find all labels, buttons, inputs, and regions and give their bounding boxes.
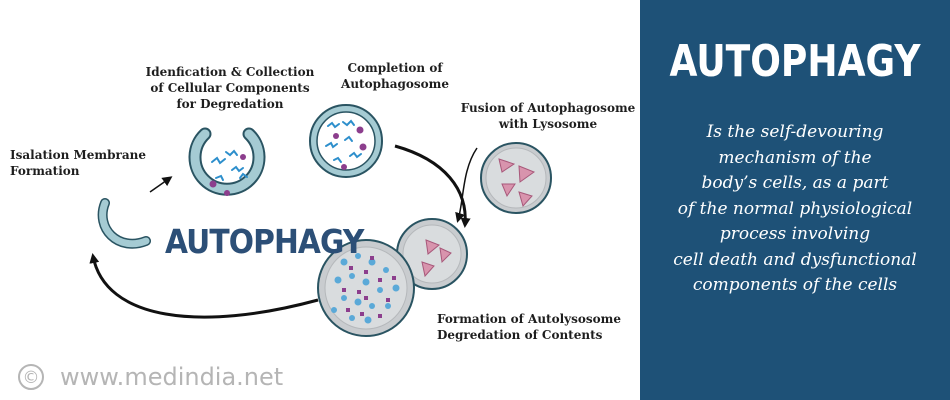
- panel-description-line: process involving: [719, 224, 871, 244]
- panel-description-line: of the normal physiological: [677, 198, 913, 219]
- label-autolysosome-degradation: Formation of Autolysosome Degredation of…: [437, 312, 621, 342]
- footer-watermark: © www.medindia.net: [18, 363, 283, 391]
- panel-title: AUTOPHAGY: [669, 36, 921, 87]
- autophagosome-dots: [333, 126, 367, 170]
- identification-membrane: [188, 127, 266, 196]
- label-isolation-membrane: Isalation Membrane Formation: [10, 148, 146, 178]
- label-identification-collection: Idenfication & Collection of Cellular Co…: [145, 65, 315, 111]
- label-fusion-lysosome: Fusion of Autophagosome with Lysosome: [460, 101, 636, 131]
- panel-description-line: mechanism of the: [718, 147, 872, 168]
- panel-description-line: Is the self-devouring: [706, 122, 884, 142]
- panel-description-line: body’s cells, as a part: [701, 173, 889, 193]
- isolation-membrane-fill: [99, 199, 150, 248]
- panel-description: Is the self-devouring mechanism of the b…: [648, 120, 942, 299]
- copyright-icon: ©: [18, 364, 44, 390]
- footer-site: www.medindia.net: [60, 363, 284, 391]
- identification-dots: [209, 154, 246, 196]
- arrow-completion-to-autolysosome: [394, 144, 471, 228]
- lysosome: [480, 142, 552, 214]
- info-panel: AUTOPHAGY Is the self-devouring mechanis…: [640, 0, 950, 400]
- panel-description-line: components of the cells: [692, 275, 898, 295]
- autolysosome-triangles: [421, 239, 452, 278]
- arrow-fusion-to-autolysosome: [455, 147, 478, 223]
- diagram-title: AUTOPHAGY: [165, 222, 364, 261]
- autolysosome-degraded-particles: [331, 253, 400, 324]
- autophagosome-contents: [325, 119, 362, 163]
- arrow-isolation-to-identification: [149, 176, 173, 193]
- arrow-autolysosome-to-isolation: [89, 253, 319, 319]
- panel-description-line: cell death and dysfunctional: [673, 249, 917, 270]
- lysosome-triangles: [498, 158, 536, 208]
- label-completion-autophagosome: Completion of Autophagosome: [341, 61, 449, 91]
- identification-contents: [211, 149, 248, 181]
- autophagy-diagram: [89, 104, 552, 337]
